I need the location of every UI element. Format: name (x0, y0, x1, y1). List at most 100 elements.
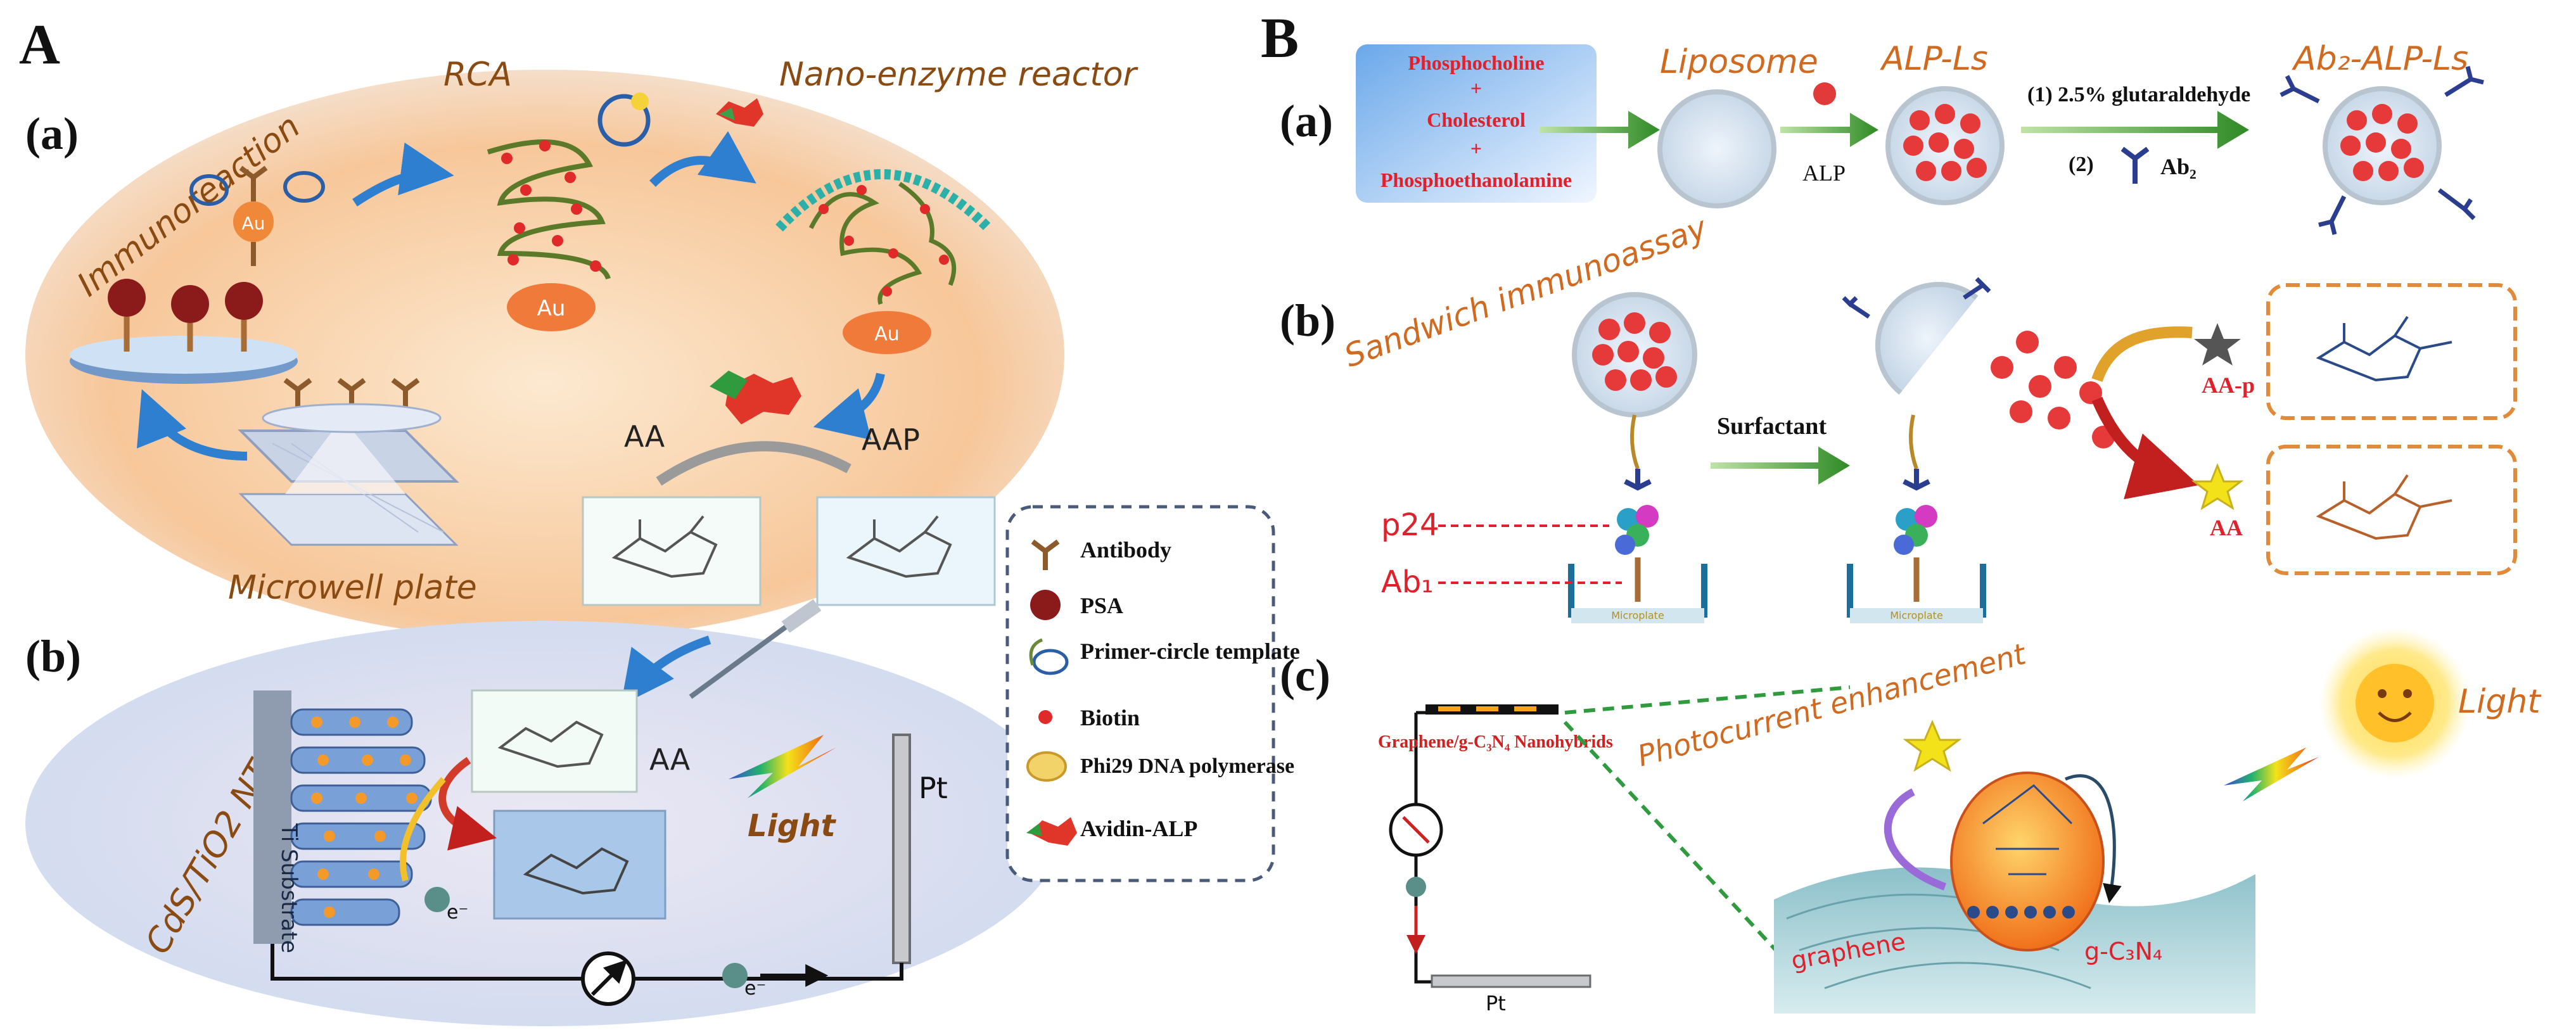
pt-label-a: Pt (919, 771, 948, 805)
microwell-plate-label: Microwell plate (228, 569, 477, 607)
subpanel-a-label: (a) (25, 108, 79, 159)
reactor-au-label: Au (874, 323, 900, 345)
pt-electrode (892, 734, 911, 964)
photocurrent-text: Photocurrent enhancement (1634, 637, 2031, 773)
step2-label: (2) (2069, 153, 2094, 176)
dhaa-molecule-box (493, 810, 666, 920)
zoom-line-bottom (1563, 720, 1801, 977)
light-beam-icon-b (2224, 747, 2319, 801)
sun-icon (2319, 627, 2471, 779)
p24-antigen-right (1894, 505, 1937, 555)
light-label-b: Light (2458, 683, 2541, 721)
panel-b: B (a) Phosphocholine + Cholesterol + Pho… (1261, 7, 2541, 1015)
aa-label-top: AA (624, 419, 665, 454)
electron-icon-circuit (722, 963, 748, 988)
antibody-icon (1031, 539, 1060, 570)
arrow-alpls-to-ab2 (2021, 111, 2249, 149)
nano-enzyme-reactor: Au (775, 169, 992, 354)
microplate-label-right: Microplate (1890, 609, 1943, 621)
lipid-3: Phosphoethanolamine (1380, 168, 1572, 191)
aa-molecule-box-bottom (471, 689, 638, 793)
p24-antigen-left (1615, 505, 1659, 555)
avidin-alp-icon-top (716, 98, 763, 127)
step1-label: (1) 2.5% glutaraldehyde (2027, 83, 2250, 106)
photocurrent-label-1: Photocurrent enhancement (1634, 637, 2031, 773)
arrow-aa-to-electrode (620, 635, 711, 706)
arrow-immuno-to-rca (352, 143, 454, 207)
alp-liposome (1885, 86, 2005, 205)
aa-label-bottom: AA (649, 742, 691, 777)
biotin-icon (1038, 710, 1052, 724)
b-subpanel-c-label: (c) (1280, 650, 1330, 701)
sandwich-complex-left: Microplate (1568, 292, 1707, 623)
light-label-a: Light (748, 808, 837, 844)
legend-label-4: Phi29 DNA polymerase (1080, 754, 1294, 778)
arrow-reactor-to-alp (813, 372, 885, 440)
legend-box: Antibody PSA Primer-circle template Biot… (1005, 505, 1300, 882)
zoom-line-top (1564, 685, 1851, 715)
gc3n4-label: g-C₃N₄ (2084, 938, 2162, 965)
avidin-alp-center (710, 371, 801, 424)
ab2-label: Ab₂ (2160, 154, 2197, 179)
lipid-plus-1: + (1470, 77, 1482, 99)
microwell-plate (238, 378, 459, 546)
aap-label-top: AAP (862, 423, 920, 457)
arrow-excitation (1884, 788, 1947, 891)
aa-label-b: AA (2210, 515, 2243, 540)
ab2-icon (2120, 146, 2150, 184)
pt-label-b: Pt (1486, 991, 1506, 1015)
aap-label-b: AA-p (2202, 372, 2255, 398)
legend-label-3: Biotin (1080, 705, 1140, 730)
substrate-label: Ti Substrate (276, 823, 302, 953)
arrow-electron-transfer (2065, 774, 2122, 903)
legend-label-5: Avidin-ALP (1080, 816, 1197, 841)
liposome (1657, 89, 1776, 208)
nanohybrid-label: Graphene/g-C₃N₄ Nanohybrids (1378, 732, 1613, 752)
subpanel-b-label: (b) (25, 631, 81, 682)
surfactant-label: Surfactant (1717, 413, 1827, 440)
arrow-plate-to-surface (137, 389, 248, 461)
gc3n4-particle (1950, 772, 2105, 951)
b-subpanel-a-label: (a) (1280, 96, 1333, 146)
legend-label-0: Antibody (1080, 537, 1171, 563)
aap-structure-box (2266, 283, 2517, 420)
aa-star-icon (2191, 462, 2244, 511)
aap-star-icon (2194, 323, 2241, 366)
rca-au-label: Au (537, 296, 566, 321)
liposome-label: Liposome (1660, 43, 1818, 81)
alpls-label: ALP-Ls (1880, 40, 1988, 78)
rca-product: Au (487, 92, 651, 331)
electron-icon (424, 887, 450, 912)
microplate-label-left: Microplate (1611, 609, 1664, 621)
au-conjugate-label: Au (242, 213, 265, 234)
psa-icon (1030, 590, 1061, 620)
photoelectrode-circuit (1389, 704, 1591, 988)
arrow-to-aap (2091, 326, 2193, 383)
electron-label-2: e⁻ (744, 977, 766, 1000)
primer-circle-icon (1029, 638, 1069, 675)
psa-molecule (108, 279, 263, 323)
arrow-liposome-to-alpls (1780, 113, 1878, 147)
sandwich-complex-right: Microplate (1842, 277, 2115, 623)
rca-label: RCA (443, 56, 512, 94)
capture-surface (70, 279, 298, 384)
alp-label: ALP (1802, 160, 1846, 186)
lipid-1: Phosphocholine (1408, 51, 1544, 74)
p24-label: p24 (1381, 507, 1439, 543)
lipid-mixture-box: Phosphocholine + Cholesterol + Phosphoet… (1356, 44, 1597, 203)
au-conjugate: Au (189, 165, 325, 266)
legend-label-1: PSA (1080, 593, 1123, 618)
arrow-lipids-to-liposome (1540, 111, 1660, 149)
panel-a-label: A (19, 13, 60, 76)
legend-label-2: Primer-circle template (1080, 639, 1300, 664)
arrow-surfactant (1711, 447, 1850, 485)
polymerase-icon (1026, 751, 1067, 782)
aa-molecule-box (582, 496, 762, 606)
ammeter-icon (581, 951, 635, 1006)
arrow-to-aa (2091, 397, 2199, 500)
tio2-nanotubes (253, 690, 432, 944)
aap-molecule-box (816, 496, 996, 606)
yellow-star-icon (1903, 720, 1962, 772)
arrow-aa-oxidation (438, 757, 497, 851)
